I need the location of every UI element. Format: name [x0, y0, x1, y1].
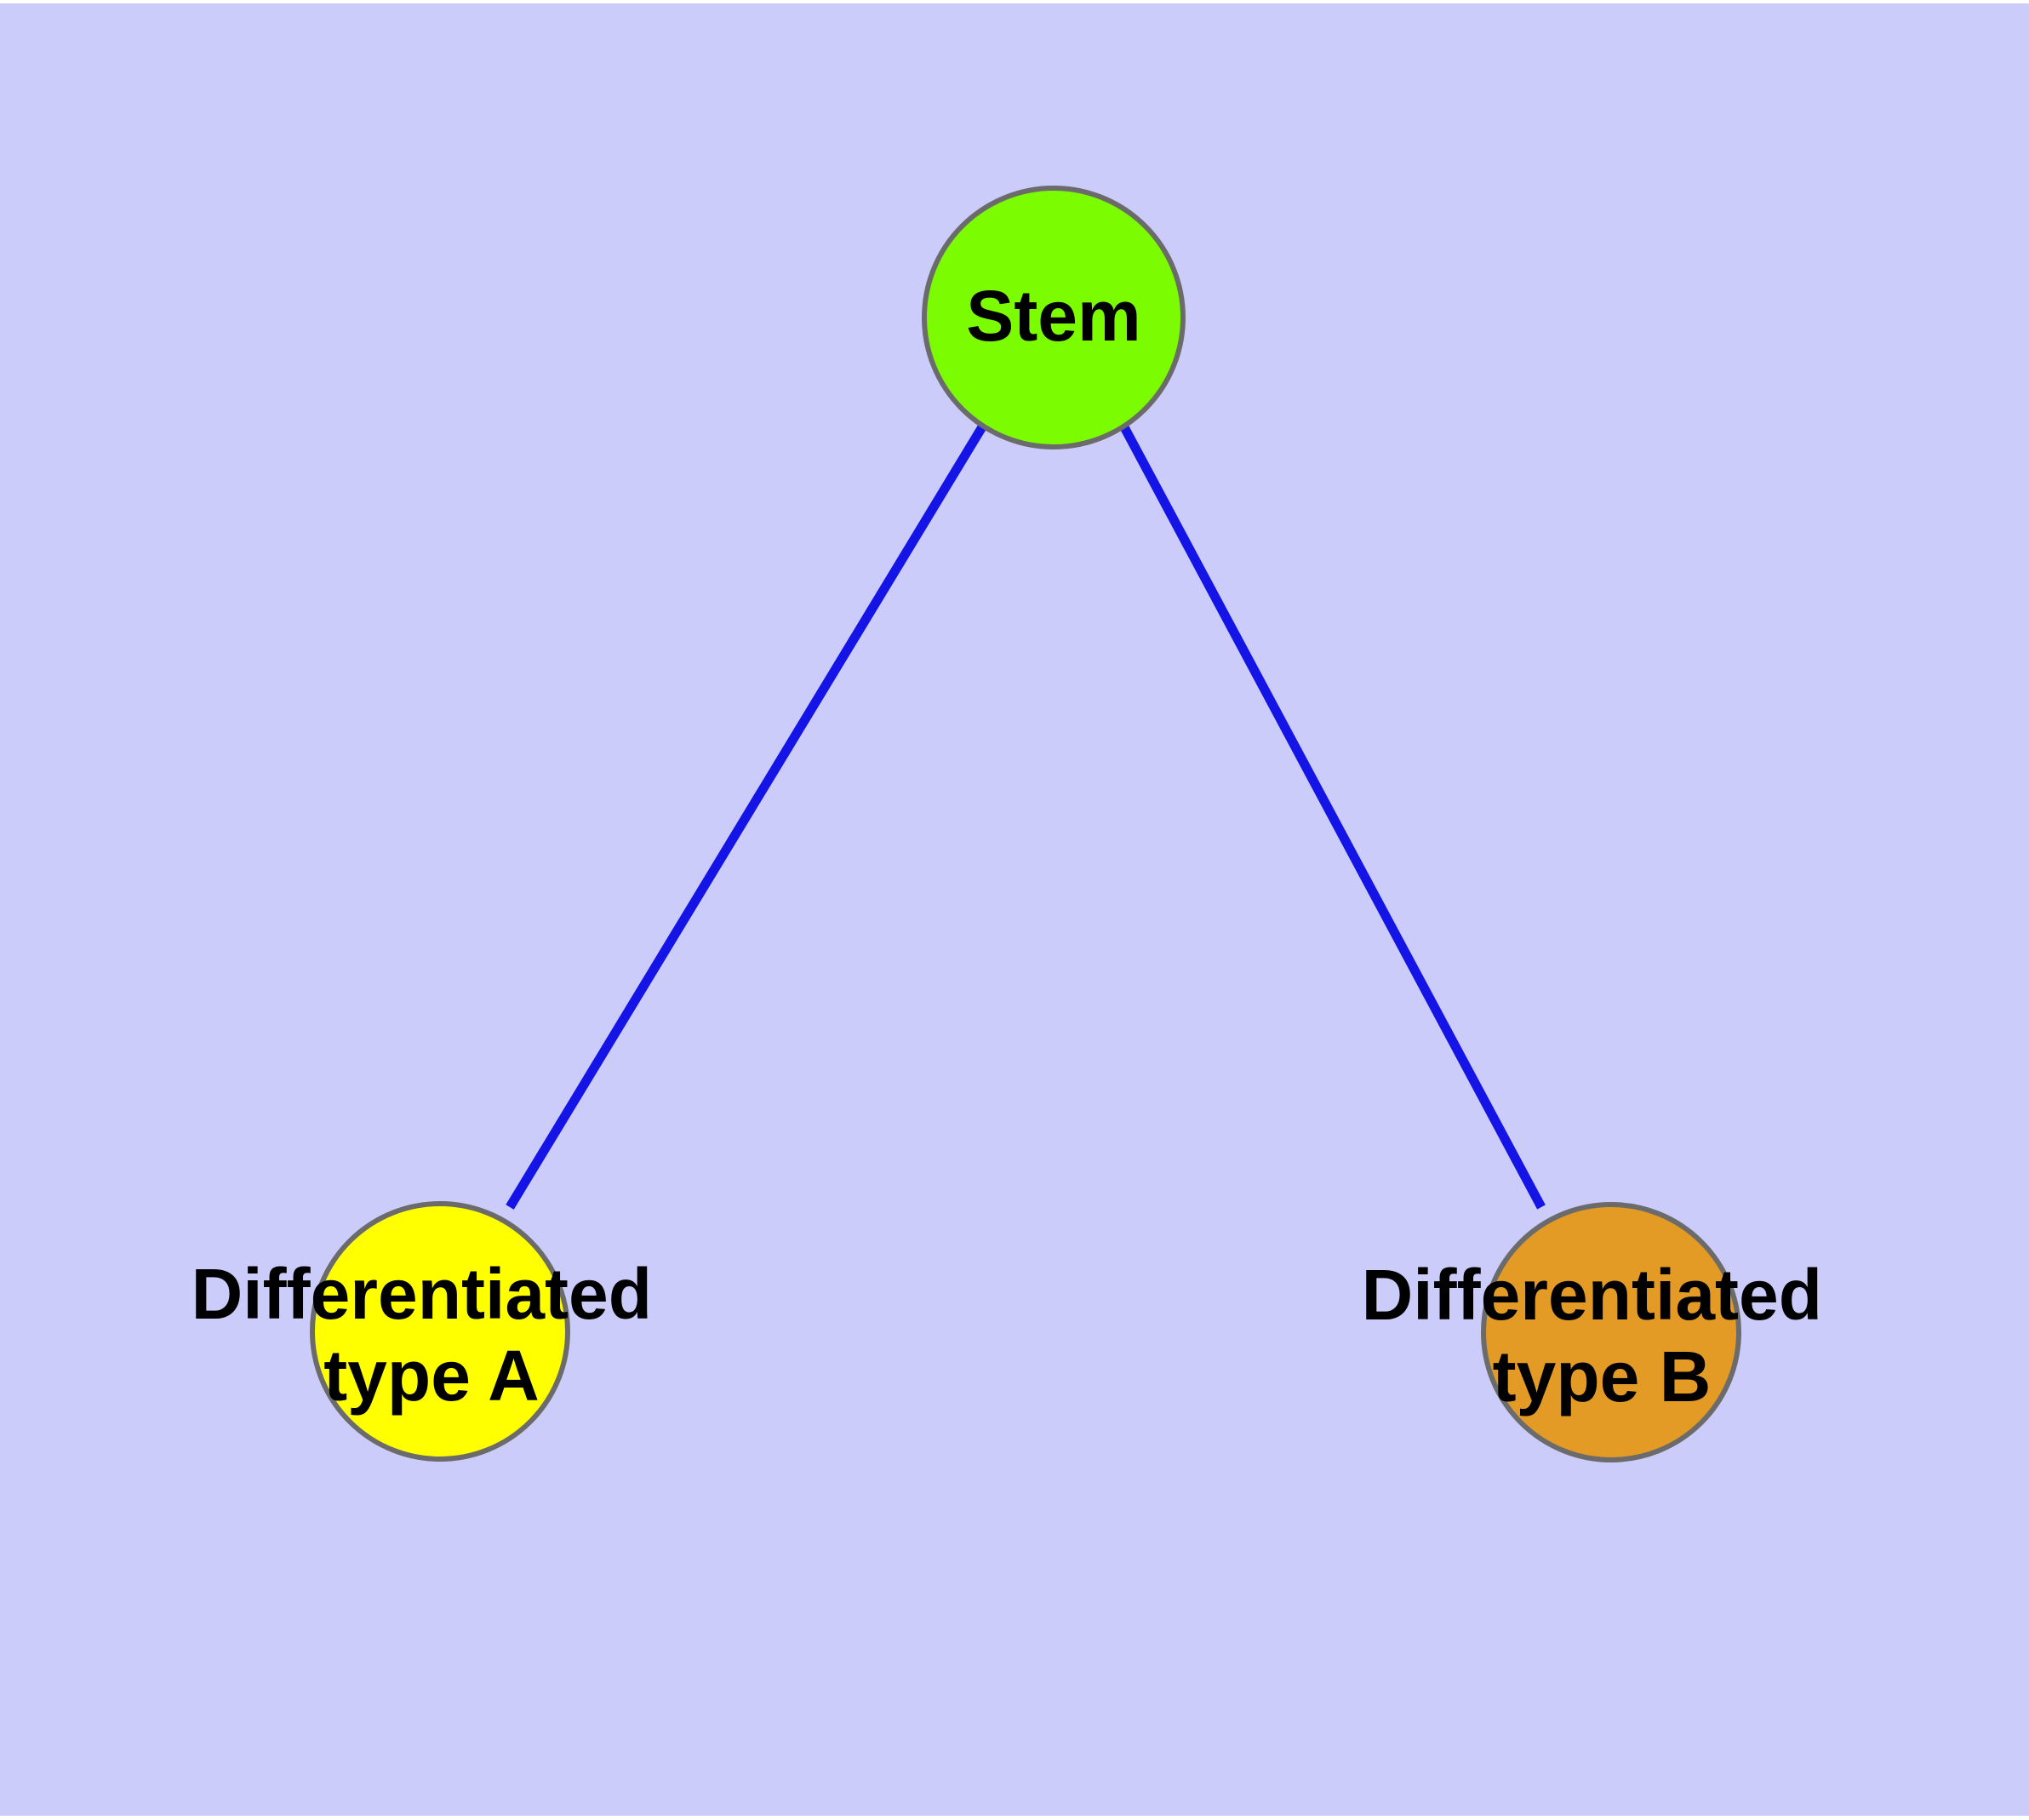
- node-label-differentiated-type-a-line-2: type A: [323, 1336, 540, 1416]
- node-label-differentiated-type-a-line-1: Differentiated: [191, 1254, 652, 1334]
- node-label-differentiated-type-b-line-1: Differentiated: [1362, 1255, 1822, 1335]
- node-differentiated-type-b[interactable]: [1481, 1202, 1741, 1462]
- node-circle-differentiated-type-b[interactable]: [1481, 1202, 1741, 1462]
- node-label-differentiated-type-b: Differentiated type B: [1362, 1255, 1843, 1417]
- edge-group: [506, 423, 1546, 1210]
- node-differentiated-type-a[interactable]: [310, 1201, 570, 1462]
- node-circle-stem[interactable]: [922, 186, 1186, 449]
- node-label-stem: Stem: [966, 276, 1140, 356]
- node-label-differentiated-type-b-line-2: type B: [1493, 1336, 1712, 1417]
- edge-stem-to-differentiated-type-b[interactable]: [1119, 423, 1546, 1210]
- edge-stem-to-differentiated-type-a[interactable]: [506, 423, 987, 1210]
- node-circle-differentiated-type-a[interactable]: [310, 1201, 570, 1462]
- node-stem[interactable]: [922, 186, 1186, 449]
- node-label-stem-line-1: Stem: [966, 276, 1140, 356]
- node-label-differentiated-type-a: Differentiated type A: [191, 1254, 672, 1416]
- node-label-group: Stem Differentiated type A Differentiate…: [191, 276, 1843, 1417]
